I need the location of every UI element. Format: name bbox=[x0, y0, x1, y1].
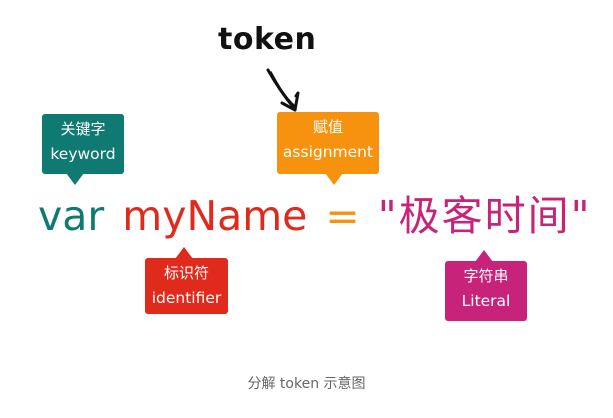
assignment-label-zh: 赋值 bbox=[312, 118, 343, 136]
code-statement: var myName = "极客时间" bbox=[38, 188, 592, 244]
code-identifier: myName bbox=[122, 192, 308, 240]
assignment-label-en: assignment bbox=[282, 142, 374, 161]
arrow-down-icon bbox=[266, 68, 300, 112]
literal-label-zh: 字符串 bbox=[463, 267, 509, 285]
literal-label: 字符串 Literal bbox=[445, 250, 527, 321]
identifier-label-en: identifier bbox=[151, 288, 222, 307]
figure-caption: 分解 token 示意图 bbox=[247, 376, 366, 392]
keyword-label-en: keyword bbox=[50, 144, 116, 163]
assignment-label: 赋值 assignment bbox=[277, 112, 379, 185]
identifier-label: 标识符 identifier bbox=[145, 247, 228, 314]
code-keyword: var bbox=[38, 192, 105, 240]
identifier-label-zh: 标识符 bbox=[163, 264, 209, 282]
token-heading: token bbox=[218, 22, 317, 57]
literal-label-en: Literal bbox=[461, 291, 511, 310]
code-operator: = bbox=[325, 192, 360, 240]
keyword-label-zh: 关键字 bbox=[60, 120, 106, 138]
keyword-label: 关键字 keyword bbox=[42, 114, 124, 185]
code-literal: "极客时间" bbox=[377, 192, 592, 240]
